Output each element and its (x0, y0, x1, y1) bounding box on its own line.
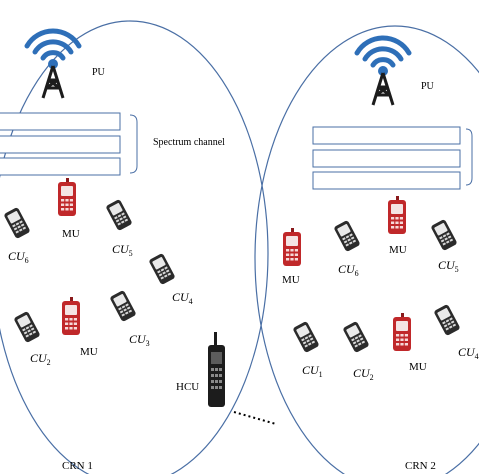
spectrum-channel-label: Spectrum channel (153, 137, 225, 148)
mu-phone-icon (58, 178, 76, 216)
crn2-channel-bracket (465, 128, 473, 186)
hcu-phone-icon (208, 332, 225, 407)
mu-label: MU (389, 244, 407, 256)
crn1-boundary (0, 20, 269, 474)
cu-label: CU6 (8, 249, 29, 265)
cu-phone-icon (433, 303, 461, 337)
cu-phone-icon (3, 206, 31, 240)
mu-phone-icon (393, 313, 411, 351)
cu-label: CU5 (112, 242, 133, 258)
hcu-dotted-link (233, 411, 277, 425)
cu-phone-icon (13, 310, 41, 344)
crn2-boundary (254, 25, 479, 474)
mu-phone-icon (62, 297, 80, 335)
cu-phone-icon (148, 252, 176, 286)
mu-label: MU (62, 228, 80, 240)
tower-icon (27, 31, 79, 98)
cu-label: CU3 (129, 332, 150, 348)
mu-label: MU (409, 361, 427, 373)
cu-label: CU4 (458, 345, 479, 361)
cu-label: CU2 (30, 351, 51, 367)
crn1-label: CRN 1 (62, 460, 93, 472)
mu-label: MU (80, 346, 98, 358)
crn1-channel-bracket (129, 114, 138, 174)
cu-phone-icon (333, 219, 361, 253)
cu-phone-icon (342, 320, 370, 354)
crn2-label: CRN 2 (405, 460, 436, 472)
crn1-spectrum-channels (0, 112, 121, 176)
mu-phone-icon (283, 228, 301, 266)
mu-label: MU (282, 274, 300, 286)
crn1-pu-label: PU (92, 67, 105, 78)
cu-label: CU4 (172, 290, 193, 306)
crn2-pu-label: PU (421, 81, 434, 92)
crn2-spectrum-channels (312, 126, 461, 190)
cu-phone-icon (292, 320, 320, 354)
cu-label: CU6 (338, 262, 359, 278)
cu-phone-icon (105, 198, 133, 232)
cu-phone-icon (430, 218, 458, 252)
cu-label: CU2 (353, 366, 374, 382)
mu-phone-icon (388, 196, 406, 234)
cu-phone-icon (109, 289, 137, 323)
hcu-label: HCU (176, 381, 200, 393)
cu-label: CU5 (438, 258, 459, 274)
cu-label: CU1 (302, 363, 323, 379)
tower-icon (357, 38, 409, 105)
